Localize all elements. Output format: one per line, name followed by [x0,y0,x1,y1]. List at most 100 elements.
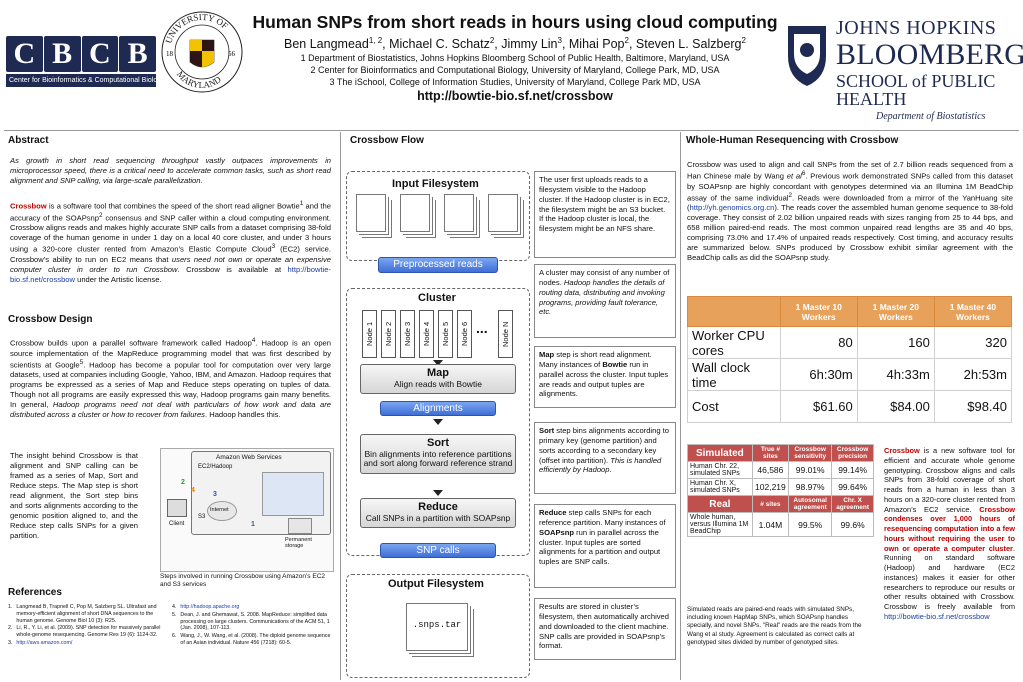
aws-ec2-label: EC2/Hadoop [198,464,233,470]
table-header-cell: Crossbow precision [831,444,874,462]
umd-year-left: 18 [166,50,174,58]
table-row: Human Chr. 22, simulated SNPs 46,586 99.… [687,461,874,479]
yanhuang-link[interactable]: http://yh.genomics.org.cn [689,203,775,213]
node-ellipsis: ... [476,320,488,336]
abstract-title: Abstract [8,135,49,146]
table-cell: 320 [933,326,1013,359]
table-note: Simulated reads are paired-end reads wit… [687,606,862,646]
table-header-cell [687,296,781,327]
table-cell: 98.97% [788,478,833,496]
aws-internet-label: Internet [210,507,229,513]
note-map: Map step is short read alignment. Many i… [534,346,676,408]
reduce-step-box: Reduce Call SNPs in a partition with SOA… [360,498,516,528]
reduce-step-desc: Call SNPs in a partition with SOAPsnp [365,512,511,523]
table-header-cell: # sites [751,495,790,513]
storage-icon [288,518,312,534]
table-header-cell: Simulated [687,444,753,462]
cbcb-logo: C B C B Center for Bioinformatics & Comp… [6,36,165,92]
column-divider [680,132,681,680]
cluster-node: Node 4 [419,310,434,358]
aws-step-number: 3 [213,491,217,498]
aws-step-number: 1 [251,521,255,528]
reference-item: 1.Langmead B, Trapnell C, Pop M, Salzber… [8,604,157,624]
crossbow-link[interactable]: http://bowtie-bio.sf.net/crossbow [884,612,990,622]
reference-item: 6.Wang, J., W. Wang, et al. (2008). The … [172,633,331,646]
table-cell: 6h:30m [779,358,858,391]
read-file-icon [488,194,518,232]
crossbow-link[interactable]: http://bowtie-bio.sf.net/crossbow [10,264,332,284]
flow-arrow [433,360,443,366]
table-row: Worker CPU cores 80 160 320 [687,326,1013,359]
table-cell: 46,586 [751,461,790,479]
affiliation-3: 3 The iSchool, College of Information St… [329,77,701,88]
map-step-heading: Map [427,367,449,379]
resequencing-body: Crossbow was used to align and call SNPs… [687,160,1013,263]
output-filesystem-box [346,574,530,678]
snp-calls-label: SNP calls [380,543,496,558]
cluster-label: Cluster [418,292,456,304]
output-archive-file: .snps.tar [406,603,468,651]
cluster-node: Node 5 [438,310,453,358]
flow-arrow [433,419,443,425]
read-file-icon [400,194,430,232]
jhu-department: Department of Biostatistics [876,111,986,122]
note-cluster: A cluster may consist of any number of n… [534,264,676,338]
references-right: 4.http://hadoop.apache.org 5.Dean, J. an… [172,604,332,647]
table-header-cell: 1 Master 10 Workers [779,296,858,327]
table-cell: 160 [856,326,935,359]
table-row-label: Cost [687,390,781,423]
aws-step-number: 4 [191,487,195,494]
table-cell: $61.60 [779,390,858,423]
internet-cloud-icon [207,501,237,521]
column-divider [340,132,341,680]
table-header-cell: 1 Master 20 Workers [856,296,935,327]
reference-item: 5.Dean, J. and Ghemawat, S. 2008. MapRed… [172,611,330,632]
aws-storage-label: Permanent storage [285,537,312,549]
accuracy-table: Simulated True # sites Crossbow sensitiv… [687,444,874,537]
design-insight: The insight behind Crossbow is that alig… [10,451,138,541]
table-header-row: Real # sites Autosomal agreement Chr. X … [687,495,874,513]
table-row: Human Chr. X, simulated SNPs 102,219 98.… [687,478,874,496]
jhu-shield-icon [788,26,826,86]
alignments-label: Alignments [380,401,496,416]
references-left: 1.Langmead B, Trapnell C, Pop M, Salzber… [8,604,166,647]
table-cell: 1.04M [751,512,790,537]
table-cell: 99.01% [788,461,833,479]
table-row: Whole human, versus Illumina 1M BeadChip… [687,512,874,537]
umd-year-right: 56 [228,50,236,58]
table-cell: 99.5% [788,512,833,537]
affiliation-2: 2 Center for Bioinformatics and Computat… [310,65,720,76]
author-list: Ben Langmead1, 2, Michael C. Schatz2, Ji… [284,36,746,52]
table-header-cell: True # sites [751,444,790,462]
table-cell: 102,219 [751,478,790,496]
cluster-node: Node 3 [400,310,415,358]
reference-item: 3.http://aws.amazon.com/ [8,639,73,646]
sort-step-desc: Bin alignments into reference partitions… [363,448,513,469]
header-divider [4,130,1019,131]
table-header-cell: Autosomal agreement [788,495,833,513]
aws-client-label: Client [169,521,185,527]
aws-title: Amazon Web Services [216,454,282,461]
table-row: Wall clock time 6h:30m 4h:33m 2h:53m [687,358,1013,391]
table-row-label: Human Chr. X, simulated SNPs [687,478,753,496]
project-url[interactable]: http://bowtie-bio.sf.net/crossbow [417,89,613,104]
table-cell: 2h:53m [933,358,1013,391]
jhu-line2: BLOOMBERG [836,38,1023,71]
summary-text: Crossbow is a new software tool for effi… [884,446,1015,622]
reduce-step-heading: Reduce [418,501,458,513]
jhu-bloomberg-logo: JOHNS HOPKINS BLOOMBERG SCHOOL of PUBLIC… [784,16,1023,122]
aws-s3-label: S3 [198,514,206,520]
table-cell: 99.14% [831,461,874,479]
table-cell: 99.64% [831,478,874,496]
map-step-box: Map Align reads with Bowtie [360,364,516,394]
table-row-label: Worker CPU cores [687,326,781,359]
cluster-node: Node 6 [457,310,472,358]
table-header-cell: Chr. X agreement [831,495,874,513]
cbcb-subtitle: Center for Bioinformatics & Computationa… [6,74,165,87]
table-row-label: Whole human, versus Illumina 1M BeadChip [687,512,753,537]
design-title: Crossbow Design [8,314,93,325]
sort-step-box: Sort Bin alignments into reference parti… [360,434,516,474]
aws-diagram: Amazon Web Services EC2/Hadoop S3 Perman… [160,448,334,572]
reference-item: 2.Li, R., Y. Li, et al. (2009). SNP dete… [8,625,161,639]
cbcb-letter: B [43,36,81,72]
